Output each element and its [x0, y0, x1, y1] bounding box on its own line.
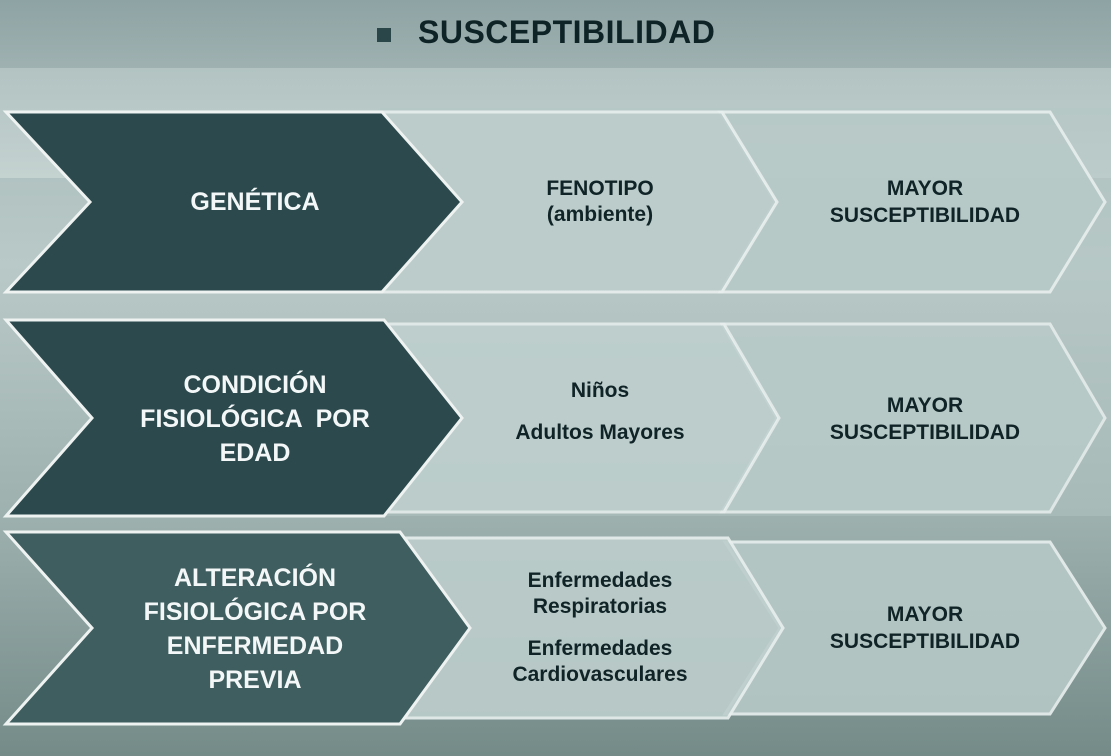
- slide-title: SUSCEPTIBILIDAD: [418, 14, 716, 50]
- row-1-factor-chevron: [2, 110, 465, 294]
- row-3-middle-label: Enfermedades Respiratorias Enfermedades …: [512, 569, 688, 686]
- row-2-middle-label: Niños Adultos Mayores: [515, 379, 685, 444]
- row-3-factor-label: ALTERACIÓN FISIOLÓGICA POR ENFERMEDAD PR…: [143, 564, 367, 694]
- row-2: [2, 318, 1111, 518]
- row-2-factor-label: CONDICIÓN FISIOLÓGICA POR EDAD: [140, 371, 370, 467]
- title-bar: SUSCEPTIBILIDAD: [0, 0, 1111, 68]
- row-2-result-label: MAYOR SUSCEPTIBILIDAD: [829, 394, 1021, 444]
- row-3-result-label: MAYOR SUSCEPTIBILIDAD: [829, 603, 1021, 653]
- row-1: [2, 108, 1111, 296]
- row-1-factor-label: GENÉTICA: [190, 188, 320, 216]
- row-3-factor-chevron: [2, 530, 472, 726]
- row-2-factor-chevron: [2, 318, 464, 518]
- row-1-middle-label: FENOTIPO (ambiente): [546, 177, 654, 226]
- row-3: [2, 530, 1107, 726]
- row-1-result-label: MAYOR SUSCEPTIBILIDAD: [829, 177, 1021, 227]
- square-bullet-icon: [377, 28, 391, 42]
